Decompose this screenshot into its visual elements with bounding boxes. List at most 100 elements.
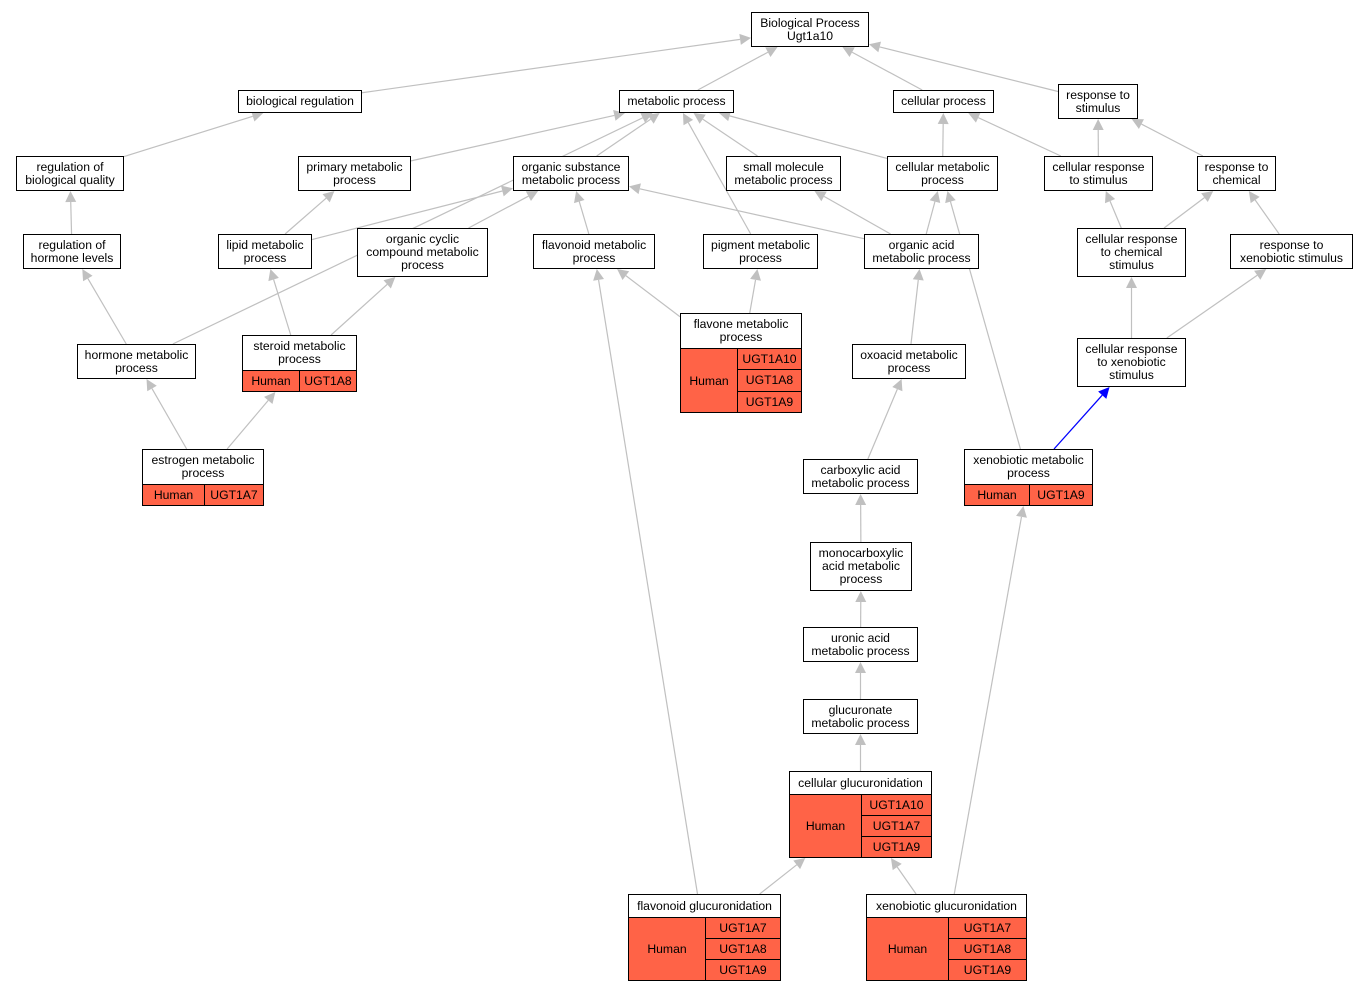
go-term-node-cellrespxeno[interactable]: cellular response to xenobiotic stimulus <box>1077 338 1186 387</box>
go-term-label: hormone metabolic process <box>77 344 196 379</box>
edge-arrowhead <box>264 392 276 404</box>
go-term-label: regulation of biological quality <box>16 156 124 191</box>
edge-arrowhead <box>573 191 585 204</box>
go-term-label: flavonoid metabolic process <box>533 234 655 269</box>
edge-respxeno-to-respchem <box>1254 199 1280 235</box>
go-term-node-hormone[interactable]: hormone metabolic process <box>77 344 196 379</box>
edge-cellrespxeno-to-respxeno <box>1166 274 1258 339</box>
edge-arrowhead <box>739 33 751 45</box>
go-term-node-cellrespchem[interactable]: cellular response to chemical stimulus <box>1077 228 1186 277</box>
go-term-node-flavonoid[interactable]: flavonoid metabolic process <box>533 234 655 269</box>
gene-cell[interactable]: UGT1A8 <box>949 938 1026 959</box>
edge-cellrespchem-to-respchem <box>1163 197 1205 229</box>
edge-orgsub-to-metab <box>596 118 651 157</box>
go-term-node-pigment[interactable]: pigment metabolic process <box>703 234 818 269</box>
gene-cell[interactable]: UGT1A9 <box>706 959 780 980</box>
gene-cell[interactable]: UGT1A7 <box>210 488 258 502</box>
gene-cell[interactable]: UGT1A8 <box>706 938 780 959</box>
gene-cell[interactable]: UGT1A9 <box>862 836 931 857</box>
go-term-label: flavone metabolic process <box>680 313 802 349</box>
edge-arrowhead <box>929 191 941 204</box>
go-term-node-metab[interactable]: metabolic process <box>619 90 734 113</box>
edge-flavonoid-to-orgsub <box>578 201 590 235</box>
gene-cell[interactable]: UGT1A9 <box>949 959 1026 980</box>
edge-arrowhead <box>718 110 732 122</box>
go-term-node-orgcyc[interactable]: organic cyclic compound metabolic proces… <box>357 228 488 277</box>
edge-arrowhead <box>945 191 956 204</box>
go-term-node-smallmol[interactable]: small molecule metabolic process <box>726 156 841 191</box>
gene-cell[interactable]: UGT1A9 <box>738 390 801 412</box>
go-term-label: pigment metabolic process <box>703 234 818 269</box>
edge-orgcyc-to-orgsub <box>468 195 529 229</box>
edge-arrowhead <box>322 191 335 203</box>
edge-arrowhead <box>640 112 653 123</box>
gene-cell[interactable]: UGT1A7 <box>862 815 931 836</box>
go-term-node-oxoacid[interactable]: oxoacid metabolic process <box>852 344 966 379</box>
edge-arrowhead <box>968 112 981 123</box>
species-cell: Human <box>965 485 1030 505</box>
edge-arrowhead <box>793 858 806 870</box>
go-term-label: regulation of hormone levels <box>23 234 121 269</box>
edge-arrowhead <box>1104 191 1116 204</box>
edge-flavone-to-flavonoid <box>625 275 681 318</box>
gene-cell[interactable]: UGT1A8 <box>738 369 801 390</box>
go-term-node-carbox[interactable]: carboxylic acid metabolic process <box>803 459 918 494</box>
go-term-node-lipid[interactable]: lipid metabolic process <box>218 234 312 269</box>
go-term-node-cellproc[interactable]: cellular process <box>893 90 994 113</box>
gene-cell[interactable]: UGT1A8 <box>304 374 352 388</box>
go-term-node-respchem[interactable]: response to chemical <box>1197 156 1276 191</box>
go-term-node-cellmet[interactable]: cellular metabolic process <box>887 156 998 191</box>
edge-arrowhead <box>1098 387 1110 399</box>
go-term-label: organic acid metabolic process <box>864 234 979 269</box>
gene-cell[interactable]: UGT1A9 <box>1037 488 1085 502</box>
go-term-label: response to xenobiotic stimulus <box>1230 234 1353 269</box>
go-term-node-bp[interactable]: Biological Process Ugt1a10 <box>751 12 869 47</box>
go-term-node-orgacid[interactable]: organic acid metabolic process <box>864 234 979 269</box>
edge-arrowhead <box>146 379 157 392</box>
edge-flavgluc-to-flavonoid <box>597 279 699 895</box>
edge-arrowhead <box>251 111 264 122</box>
edge-arrowhead <box>1201 191 1214 203</box>
edge-arrowhead <box>383 277 396 289</box>
go-term-label: cellular process <box>893 90 994 113</box>
go-term-label: uronic acid metabolic process <box>803 627 918 662</box>
edge-arrowhead <box>1254 269 1267 280</box>
edge-xenogluc-to-xenomet <box>953 516 1023 895</box>
edge-reghorm-to-regqual <box>70 201 73 235</box>
go-term-node-regqual[interactable]: regulation of biological quality <box>16 156 124 191</box>
go-term-node-monocarb[interactable]: monocarboxylic acid metabolic process <box>810 542 912 591</box>
go-term-node-glucuronate[interactable]: glucuronate metabolic process <box>803 699 918 734</box>
edge-arrowhead <box>268 269 279 282</box>
go-term-node-uronic[interactable]: uronic acid metabolic process <box>803 627 918 662</box>
edge-arrowhead <box>617 269 630 281</box>
edge-steroid-to-lipid <box>273 279 292 336</box>
go-term-label: cellular response to xenobiotic stimulus <box>1077 338 1186 387</box>
edge-arrowhead <box>1248 191 1260 204</box>
go-term-label: metabolic process <box>619 90 734 113</box>
gene-cell[interactable]: UGT1A10 <box>742 352 797 367</box>
edge-flavgluc-to-cellgluc <box>759 864 798 895</box>
go-term-node-cellresp[interactable]: cellular response to stimulus <box>1044 156 1153 191</box>
go-term-node-primmet[interactable]: primary metabolic process <box>298 156 411 191</box>
gene-cell[interactable]: UGT1A7 <box>719 921 767 935</box>
species-cell: Human <box>867 918 949 980</box>
edge-estrogen-to-steroid <box>226 400 269 450</box>
go-term-node-bioreg[interactable]: biological regulation <box>238 90 362 113</box>
go-term-node-respxeno[interactable]: response to xenobiotic stimulus <box>1230 234 1353 269</box>
go-term-label: cellular response to chemical stimulus <box>1077 228 1186 277</box>
go-term-node-reghorm[interactable]: regulation of hormone levels <box>23 234 121 269</box>
gene-cell[interactable]: UGT1A7 <box>963 921 1012 935</box>
edge-arrowhead <box>750 269 761 281</box>
go-term-node-resp[interactable]: response to stimulus <box>1058 84 1138 119</box>
gene-cell[interactable]: UGT1A10 <box>869 798 924 812</box>
edge-flavone-to-pigment <box>749 279 757 314</box>
go-term-node-orgsub[interactable]: organic substance metabolic process <box>513 156 629 191</box>
